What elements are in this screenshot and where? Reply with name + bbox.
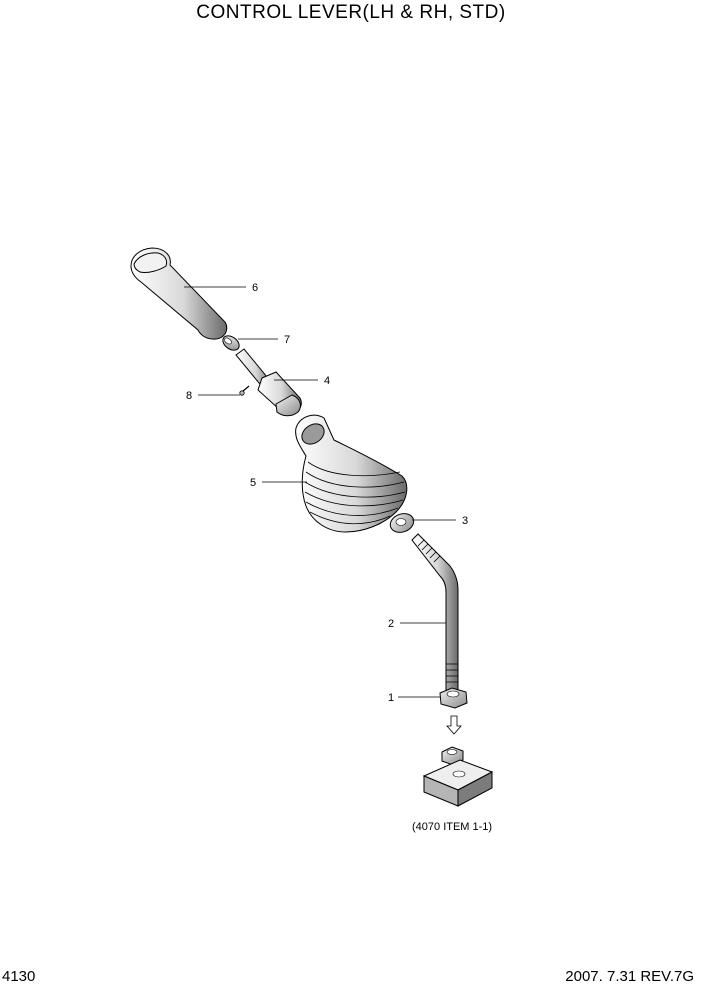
bushing-part bbox=[389, 513, 415, 533]
lever-shaft-part bbox=[235, 348, 302, 417]
callout-5: 5 bbox=[250, 477, 256, 489]
callout-6: 6 bbox=[252, 282, 258, 294]
threaded-rod-part bbox=[411, 533, 459, 691]
nut-part bbox=[439, 687, 468, 709]
callout-1: 1 bbox=[388, 692, 394, 704]
callout-2: 2 bbox=[388, 618, 394, 630]
reference-note: (4070 ITEM 1-1) bbox=[412, 821, 492, 833]
page-number: 4130 bbox=[2, 968, 36, 985]
grip-handle-part bbox=[130, 247, 228, 340]
callout-3: 3 bbox=[462, 515, 468, 527]
revision-stamp: 2007. 7.31 REV.7G bbox=[565, 968, 694, 985]
callout-7: 7 bbox=[284, 334, 290, 346]
cap-part bbox=[222, 335, 240, 351]
assembly-arrow-icon bbox=[446, 715, 462, 735]
base-block-part bbox=[422, 746, 494, 807]
screw-part bbox=[239, 385, 250, 396]
rubber-boot-part bbox=[295, 414, 408, 533]
callout-4: 4 bbox=[324, 375, 330, 387]
callout-8: 8 bbox=[186, 390, 192, 402]
page-title: CONTROL LEVER(LH & RH, STD) bbox=[196, 2, 506, 23]
